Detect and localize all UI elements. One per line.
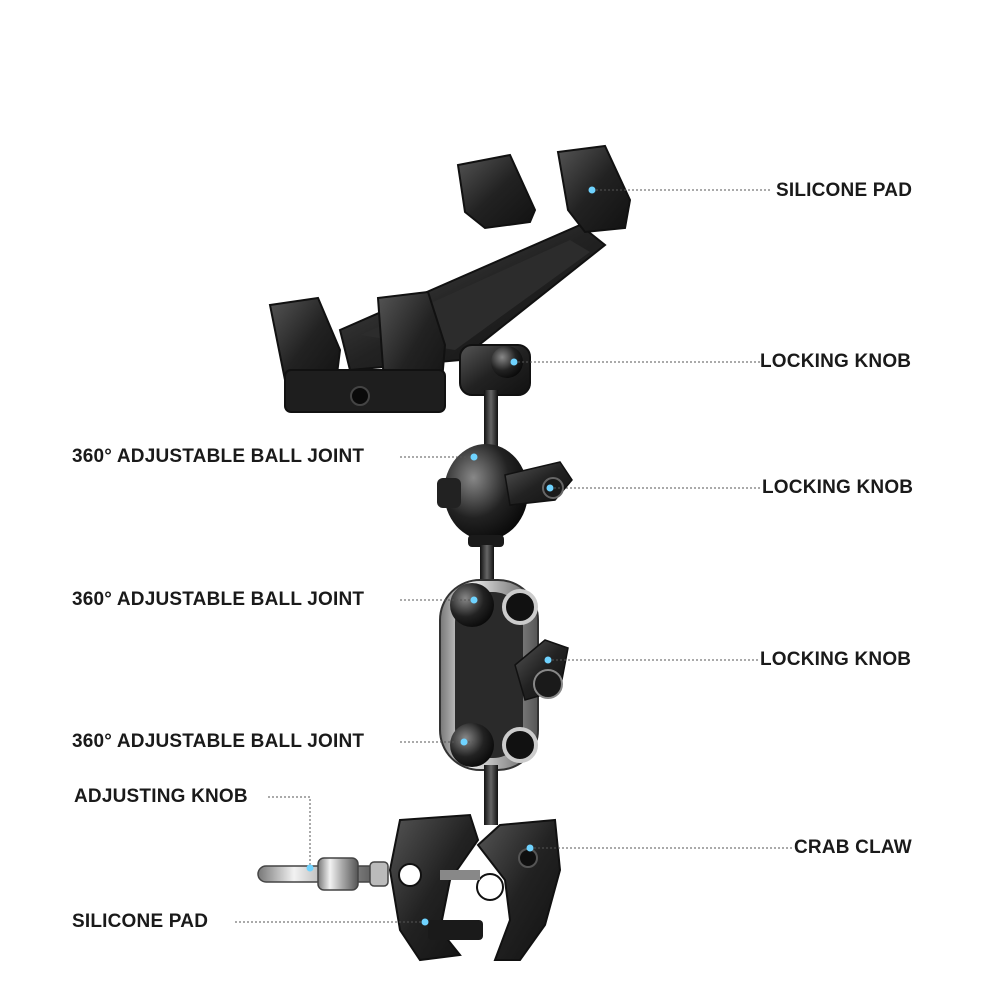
phone-cradle — [268, 144, 632, 413]
double-socket-arm — [439, 579, 569, 771]
crab-claw-clamp — [388, 813, 562, 962]
label-locking-knob-3: LOCKING KNOB — [760, 649, 912, 670]
leader-lines — [235, 189, 792, 923]
label-ball-joint-3: 360° ADJUSTABLE BALL JOINT — [72, 731, 365, 752]
adjusting-knob-handle — [257, 857, 389, 891]
label-crab-claw: CRAB CLAW — [794, 837, 912, 858]
cradle-locking-knob — [459, 344, 531, 396]
label-silicone-pad-top: SILICONE PAD — [776, 180, 913, 201]
upper-ball-joint — [437, 444, 573, 547]
label-ball-joint-1: 360° ADJUSTABLE BALL JOINT — [72, 446, 365, 467]
label-adjusting-knob: ADJUSTING KNOB — [74, 786, 248, 807]
label-ball-joint-2: 360° ADJUSTABLE BALL JOINT — [72, 589, 365, 610]
label-silicone-pad-bottom: SILICONE PAD — [72, 911, 209, 932]
marker-dots — [306, 186, 596, 926]
label-locking-knob-2: LOCKING KNOB — [762, 477, 914, 498]
label-locking-knob-1: LOCKING KNOB — [760, 351, 912, 372]
